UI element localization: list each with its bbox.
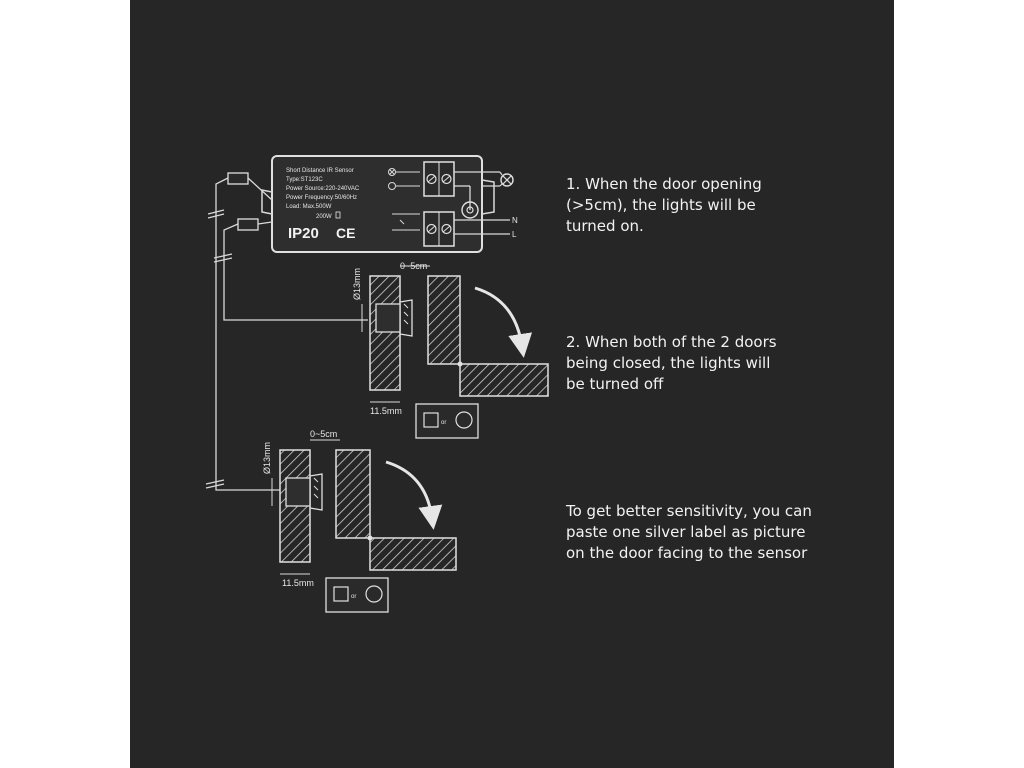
sensor-plug-icon <box>461 201 479 219</box>
spec-line-3: Power Source:220-240VAC <box>286 186 360 192</box>
sensor-driver-box: Short Distance IR Sensor Type:ST123C Pow… <box>261 155 518 253</box>
door-panel-closed <box>369 537 457 571</box>
door-panel-closed <box>459 363 549 397</box>
square-label-icon <box>333 586 349 602</box>
hinge-dot <box>367 535 373 541</box>
cabinet-frame <box>369 275 401 391</box>
square-label-icon <box>423 412 439 428</box>
sensor-cables <box>205 172 368 491</box>
product-panel: Short Distance IR Sensor Type:ST123C Pow… <box>130 0 894 768</box>
door-rotation-arrow-icon <box>474 286 533 358</box>
door-setup-bottom: 0~5cm Ø13mm 11.5mm or <box>262 429 457 613</box>
internal-symbols <box>388 168 420 231</box>
ce-mark: CE <box>336 225 355 241</box>
step1-line-1: 1. When the door opening <box>566 175 762 193</box>
tip-line-3: on the door facing to the sensor <box>566 544 808 562</box>
step1-line-2: (>5cm), the lights will be <box>566 196 756 214</box>
ip-rating: IP20 <box>288 225 319 242</box>
gap-label: 0~5cm <box>310 429 337 439</box>
connector-plug-1 <box>227 172 249 185</box>
spec-line-2: Type:ST123C <box>286 177 323 183</box>
input-terminal-block <box>423 211 455 247</box>
spec-line-1: Short Distance IR Sensor <box>286 168 354 174</box>
ir-sensor-head <box>375 299 413 337</box>
instruction-step-1: 1. When the door opening (>5cm), the lig… <box>566 174 762 237</box>
lamp-symbol-icon-2 <box>388 182 396 190</box>
output-terminal-block <box>423 161 455 197</box>
step1-line-3: turned on. <box>566 217 644 235</box>
external-wiring <box>454 171 510 235</box>
driver-right-ear <box>481 179 495 215</box>
spec-line-4: Power Frequency:50/60Hz <box>286 195 357 201</box>
gap-label: 0~5cm <box>400 261 427 271</box>
door-rotation-arrow-icon <box>385 460 443 530</box>
wiring-diagram: Short Distance IR Sensor Type:ST123C Pow… <box>205 155 549 613</box>
dustbin-icon <box>335 211 341 219</box>
silver-label-inset: or <box>415 403 479 439</box>
diameter-label: Ø13mm <box>352 268 362 300</box>
door-setup-top: 0~5cm Ø13mm 11.5mm or <box>352 261 549 439</box>
connector-plug-2 <box>237 218 259 231</box>
instruction-tip: To get better sensitivity, you can paste… <box>566 501 812 564</box>
lamp-symbol-icon <box>388 168 396 176</box>
spec-line-5: Load: Max.500W <box>286 204 332 210</box>
tip-line-1: To get better sensitivity, you can <box>566 502 812 520</box>
door-panel-open <box>335 449 371 539</box>
hinge-dot <box>457 361 463 367</box>
driver-left-ear <box>261 189 273 215</box>
silver-label-inset: or <box>325 577 389 613</box>
ir-sensor-head <box>285 473 323 511</box>
lamp-icon <box>499 171 514 187</box>
tip-line-2: paste one silver label as picture <box>566 523 806 541</box>
step2-line-2: being closed, the lights will <box>566 354 771 372</box>
rating-label: 200W <box>316 214 332 220</box>
door-panel-open <box>427 275 461 365</box>
depth-label: 11.5mm <box>282 578 314 588</box>
step2-line-1: 2. When both of the 2 doors <box>566 333 777 351</box>
or-label: or <box>351 594 356 600</box>
depth-label: 11.5mm <box>370 406 402 416</box>
terminal-l-label: L <box>512 230 517 239</box>
terminal-n-label: N <box>512 216 518 225</box>
round-label-icon <box>365 585 383 603</box>
step2-line-3: be turned off <box>566 375 664 393</box>
diameter-label: Ø13mm <box>262 442 272 474</box>
round-label-icon <box>455 411 473 429</box>
instruction-step-2: 2. When both of the 2 doors being closed… <box>566 332 777 395</box>
or-label: or <box>441 420 446 426</box>
